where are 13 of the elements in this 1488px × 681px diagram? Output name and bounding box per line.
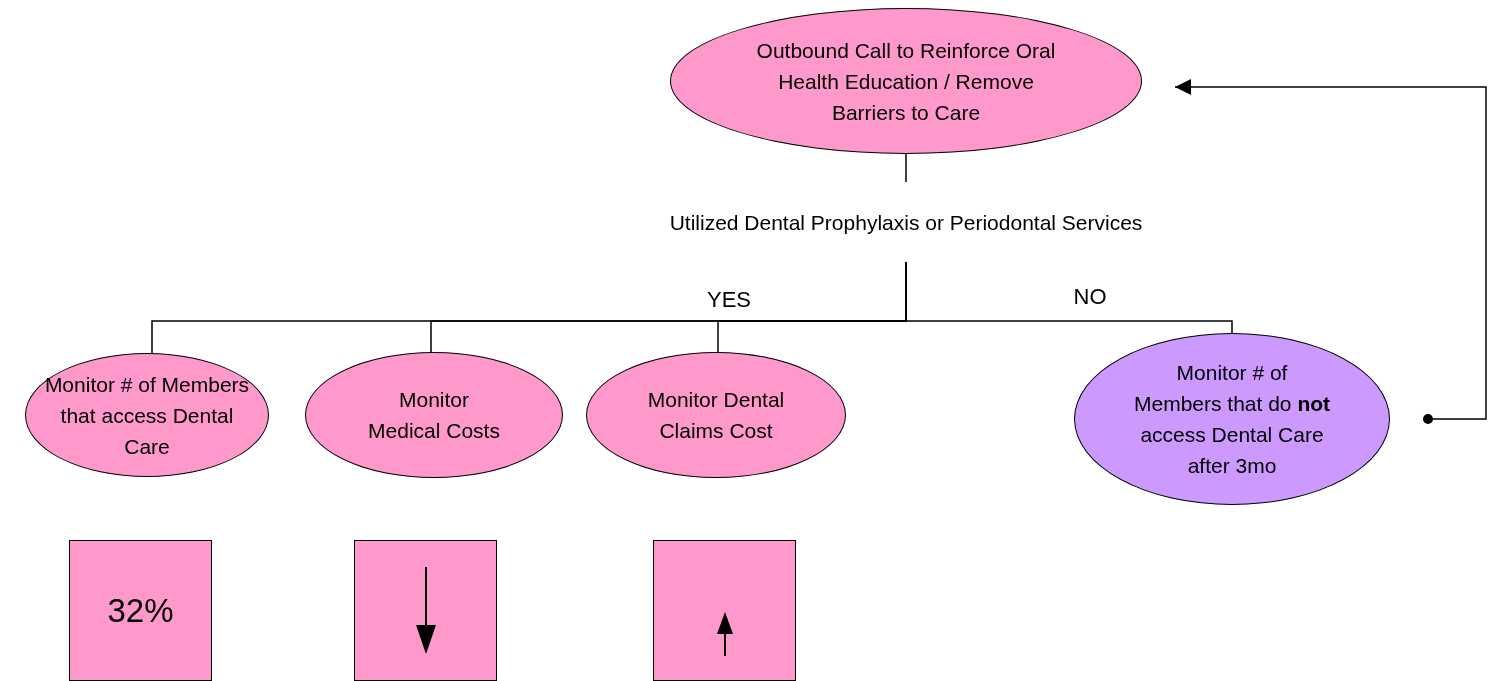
node-text: Monitor Dental Claims Cost <box>646 387 786 444</box>
result-box <box>354 540 497 681</box>
node-text: Monitor # of Members that access Dental Care <box>44 371 250 460</box>
node-text: Outbound Call to Reinforce Oral Health Education / Remove Barriers to Care <box>755 37 1057 126</box>
node-text: Monitor Medical Costs <box>367 387 501 444</box>
result-box <box>653 540 796 681</box>
arrow <box>1174 79 1487 424</box>
node-text: Monitor # of Members that do not access Dental Care after 3mo <box>1133 360 1331 479</box>
value-text: 32% <box>107 591 174 630</box>
connector-line <box>905 261 1233 335</box>
decision-label: Utilized Dental Prophylaxis or Periodontal Services <box>668 184 1144 260</box>
connector-line <box>905 153 907 183</box>
result-box <box>69 540 212 681</box>
